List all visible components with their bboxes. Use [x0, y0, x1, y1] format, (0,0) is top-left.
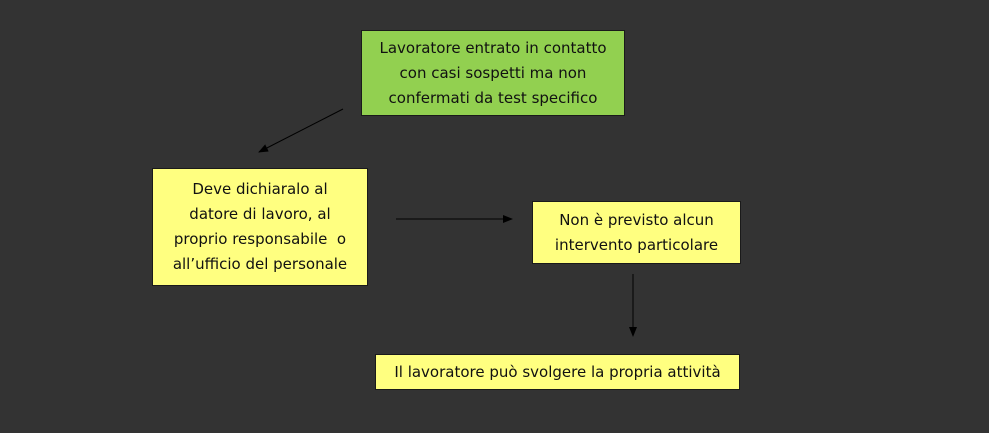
- arrow-start-to-declare: [258, 108, 344, 153]
- node-declare-line-2: datore di lavoro, al: [189, 205, 331, 223]
- node-can-work-text: Il lavoratore può svolgere la propria at…: [394, 360, 720, 385]
- node-declare-line-1: Deve dichiaralo al: [192, 180, 328, 198]
- node-declare: Deve dichiaralo al datore di lavoro, al …: [152, 168, 368, 286]
- node-can-work-line-1: Il lavoratore può svolgere la propria at…: [394, 362, 721, 381]
- node-declare-line-3: proprio responsabile o: [173, 230, 347, 248]
- node-start-line-2: con casi sospetti ma non: [399, 63, 587, 82]
- node-no-intervention: Non è previsto alcun intervento particol…: [532, 201, 741, 264]
- node-start-line-1: Lavoratore entrato in contatto: [379, 38, 607, 57]
- node-declare-line-4: all’ufficio del personale: [172, 255, 348, 273]
- node-no-intervention-line-2: intervento particolare: [554, 235, 719, 254]
- node-no-intervention-line-1: Non è previsto alcun: [559, 210, 714, 229]
- node-start-line-3: confermati da test specifico: [388, 88, 598, 107]
- node-start: Lavoratore entrato in contatto con casi …: [361, 30, 625, 116]
- node-declare-text: Deve dichiaralo al datore di lavoro, al …: [173, 177, 347, 277]
- node-can-work: Il lavoratore può svolgere la propria at…: [375, 354, 740, 390]
- node-no-intervention-text: Non è previsto alcun intervento particol…: [555, 208, 718, 258]
- node-start-text: Lavoratore entrato in contatto con casi …: [379, 36, 606, 111]
